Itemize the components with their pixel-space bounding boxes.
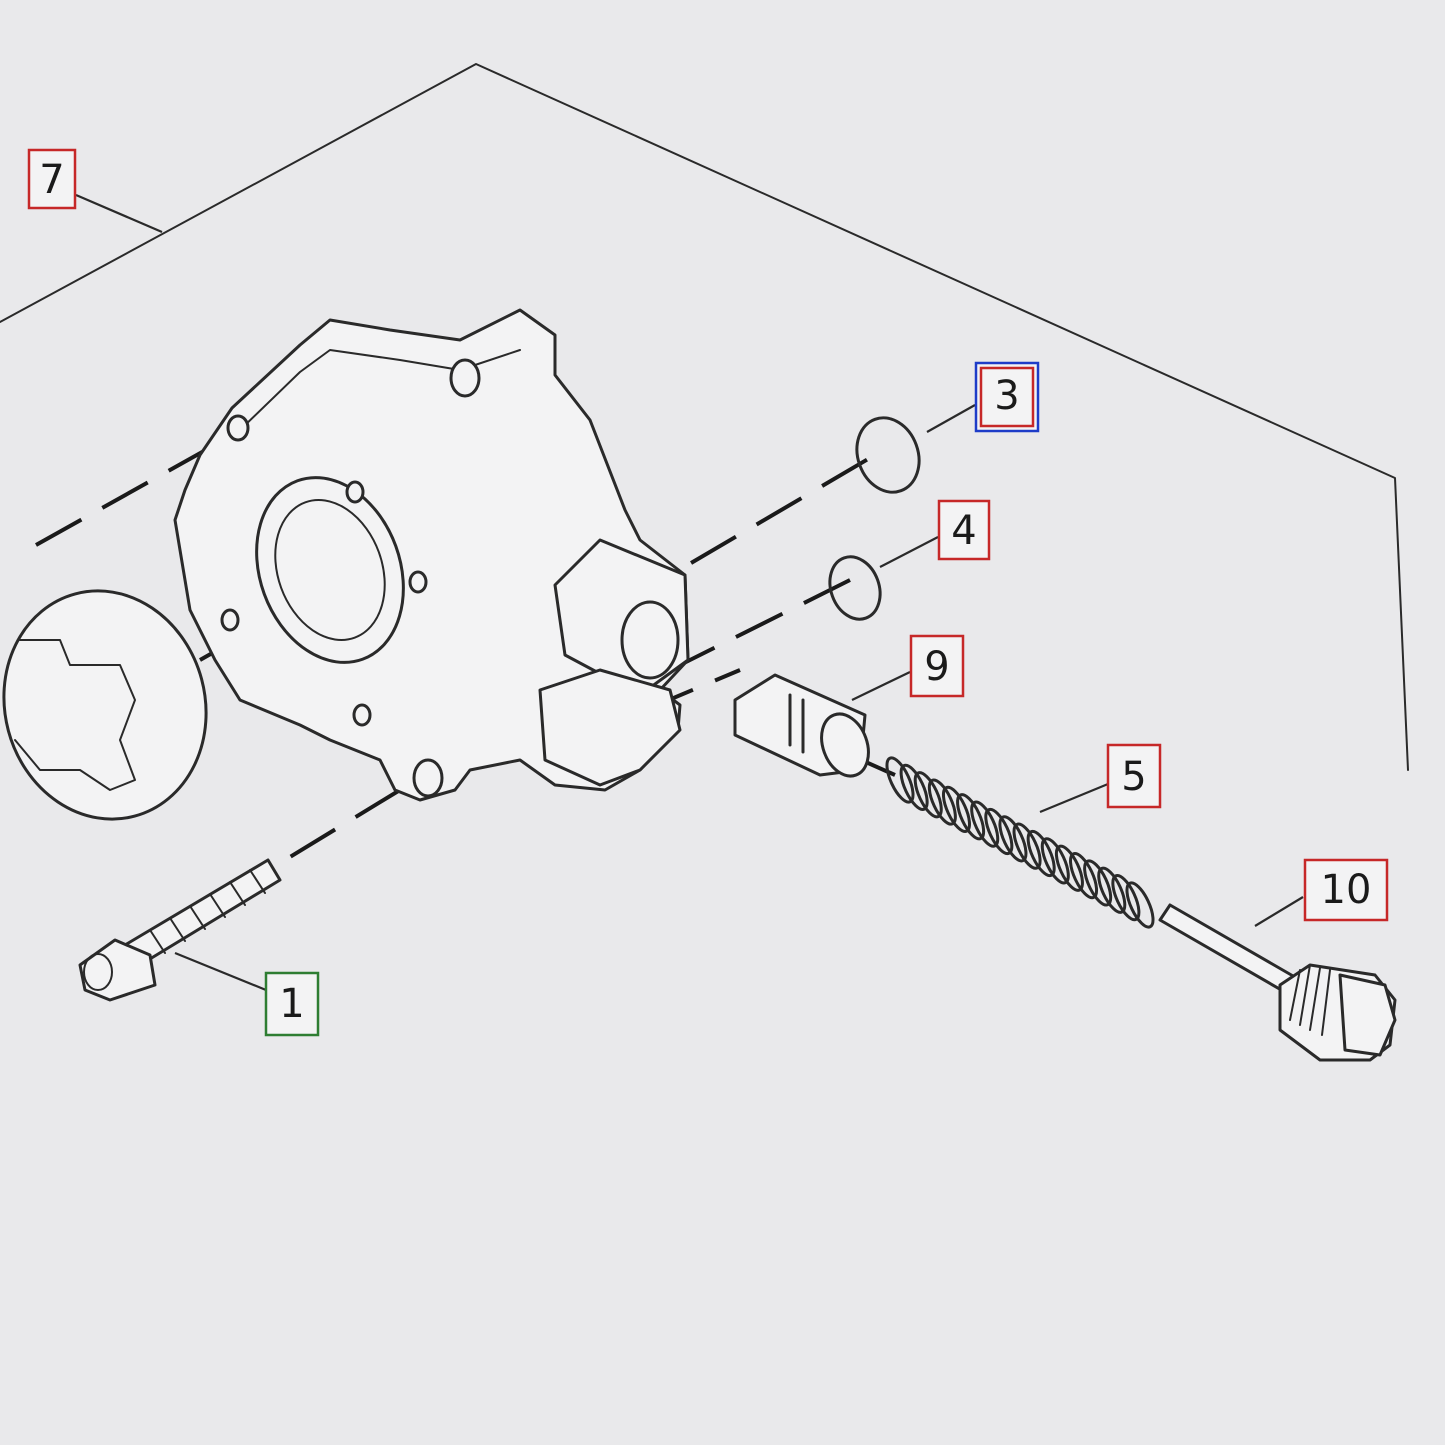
o-ring-icon bbox=[855, 416, 921, 494]
relief-piston-icon bbox=[733, 673, 870, 778]
spring-coil bbox=[1083, 859, 1113, 907]
spring-coil bbox=[1040, 837, 1070, 885]
callout-4[interactable]: 4 bbox=[937, 499, 991, 561]
callout-box bbox=[1106, 743, 1162, 809]
callout-label: 3 bbox=[994, 373, 1019, 419]
callout-7[interactable]: 7 bbox=[27, 148, 77, 210]
group-frame bbox=[0, 63, 1409, 771]
callout-5[interactable]: 5 bbox=[1106, 743, 1162, 809]
spring-coil bbox=[1125, 881, 1155, 929]
callout-label: 1 bbox=[279, 981, 304, 1027]
spring-coil bbox=[998, 815, 1028, 863]
callout-1[interactable]: 1 bbox=[264, 971, 320, 1037]
callout-label: 7 bbox=[39, 157, 64, 203]
spring-coil bbox=[885, 756, 915, 804]
spring-coil bbox=[1026, 829, 1056, 878]
callout-box bbox=[979, 366, 1035, 428]
spring-coil bbox=[927, 778, 957, 826]
callout-label: 10 bbox=[1321, 867, 1372, 913]
pump-housing-icon bbox=[173, 308, 690, 802]
plug-bolt-icon bbox=[1158, 903, 1397, 1062]
spring-coil bbox=[899, 763, 929, 811]
spring-coil bbox=[913, 771, 943, 819]
spring-coil bbox=[1069, 852, 1099, 900]
callout-box bbox=[1303, 858, 1389, 922]
callout-box bbox=[937, 499, 991, 561]
spring-coil bbox=[941, 785, 971, 833]
socket-screw-icon bbox=[78, 858, 282, 1002]
callout-box bbox=[27, 148, 77, 210]
spring-coil bbox=[1054, 844, 1084, 892]
callout-label: 5 bbox=[1121, 754, 1146, 800]
leader-lines bbox=[75, 193, 1304, 992]
spring-coil bbox=[984, 807, 1014, 856]
o-ring-icon bbox=[828, 555, 882, 621]
callout-label: 4 bbox=[951, 508, 976, 554]
callout-3[interactable]: 3 bbox=[974, 361, 1040, 433]
spring-coil bbox=[970, 800, 1000, 848]
spring-coil bbox=[1097, 866, 1127, 914]
spring-coil bbox=[1012, 822, 1042, 870]
callout-9[interactable]: 9 bbox=[909, 634, 965, 698]
callout-box bbox=[264, 971, 320, 1037]
callout-box bbox=[909, 634, 965, 698]
spring-coil bbox=[1111, 874, 1141, 922]
callout-10[interactable]: 10 bbox=[1303, 858, 1389, 922]
spring-coil bbox=[956, 793, 986, 841]
callout-label: 9 bbox=[924, 644, 949, 690]
spring-icon bbox=[885, 756, 1155, 929]
rotor-icon bbox=[2, 589, 208, 821]
